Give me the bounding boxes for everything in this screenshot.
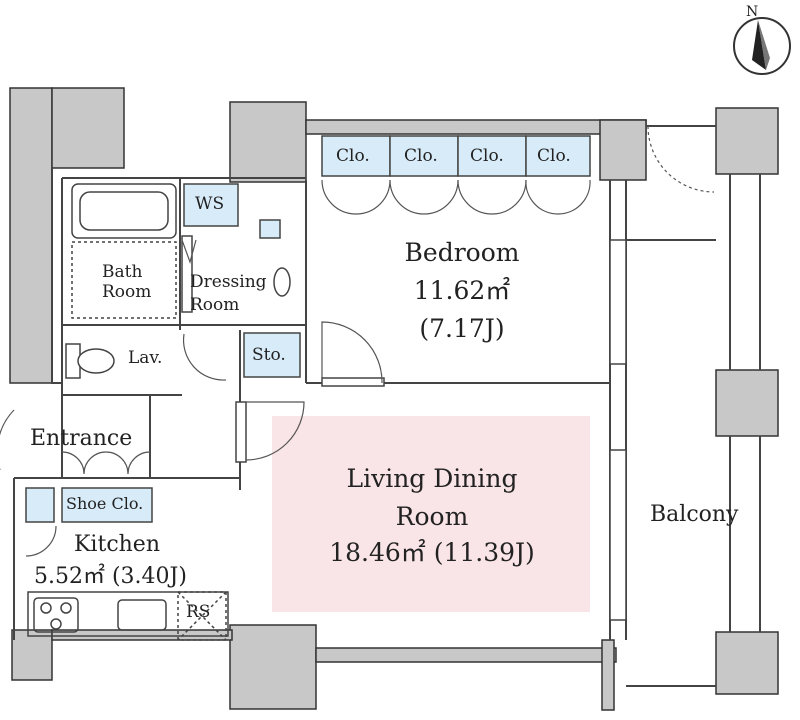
bedroom-closets (321, 135, 591, 215)
balcony-label: Balcony (650, 502, 739, 527)
kitchen-counter (27, 591, 229, 641)
kitchen-area: 5.52㎡ (3.40J) (34, 564, 187, 589)
kitchen-name: Kitchen (74, 532, 160, 557)
storage-label: Sto. (252, 345, 286, 365)
refrigerator-space-label: RS (186, 602, 211, 622)
walls (9, 87, 779, 711)
compass-north-label: N (746, 4, 758, 20)
ws-label: WS (195, 194, 225, 214)
storage-boxes (25, 183, 301, 523)
bath-room-line2: Room (102, 282, 152, 302)
bedroom-area: 11.62㎡ (413, 276, 511, 305)
sliding-panels (181, 235, 627, 621)
living-dining-area: 18.46㎡ (11.39J) (329, 538, 535, 567)
living-dining-highlight (272, 416, 590, 612)
door-swings (0, 125, 715, 557)
lav-label: Lav. (128, 348, 163, 368)
bedroom-jo: (7.17J) (419, 314, 505, 343)
closet-label-4: Clo. (537, 146, 571, 166)
bedroom-name: Bedroom (404, 238, 520, 267)
living-dining-line1: Living Dining (346, 464, 518, 493)
bathtub (71, 183, 177, 319)
closet-label-1: Clo. (336, 146, 370, 166)
closet-label-3: Clo. (470, 146, 504, 166)
shoe-closet-label: Shoe Clo. (66, 494, 144, 513)
toilet (65, 343, 115, 379)
living-dining-line2: Room (395, 502, 469, 531)
wash-basin (273, 267, 291, 297)
dressing-room-line1: Dressing (190, 272, 267, 292)
dressing-room-line2: Room (190, 295, 240, 315)
bath-room-line1: Bath (102, 262, 143, 282)
entrance-label: Entrance (30, 426, 133, 451)
compass (733, 17, 791, 75)
closet-label-2: Clo. (404, 146, 438, 166)
